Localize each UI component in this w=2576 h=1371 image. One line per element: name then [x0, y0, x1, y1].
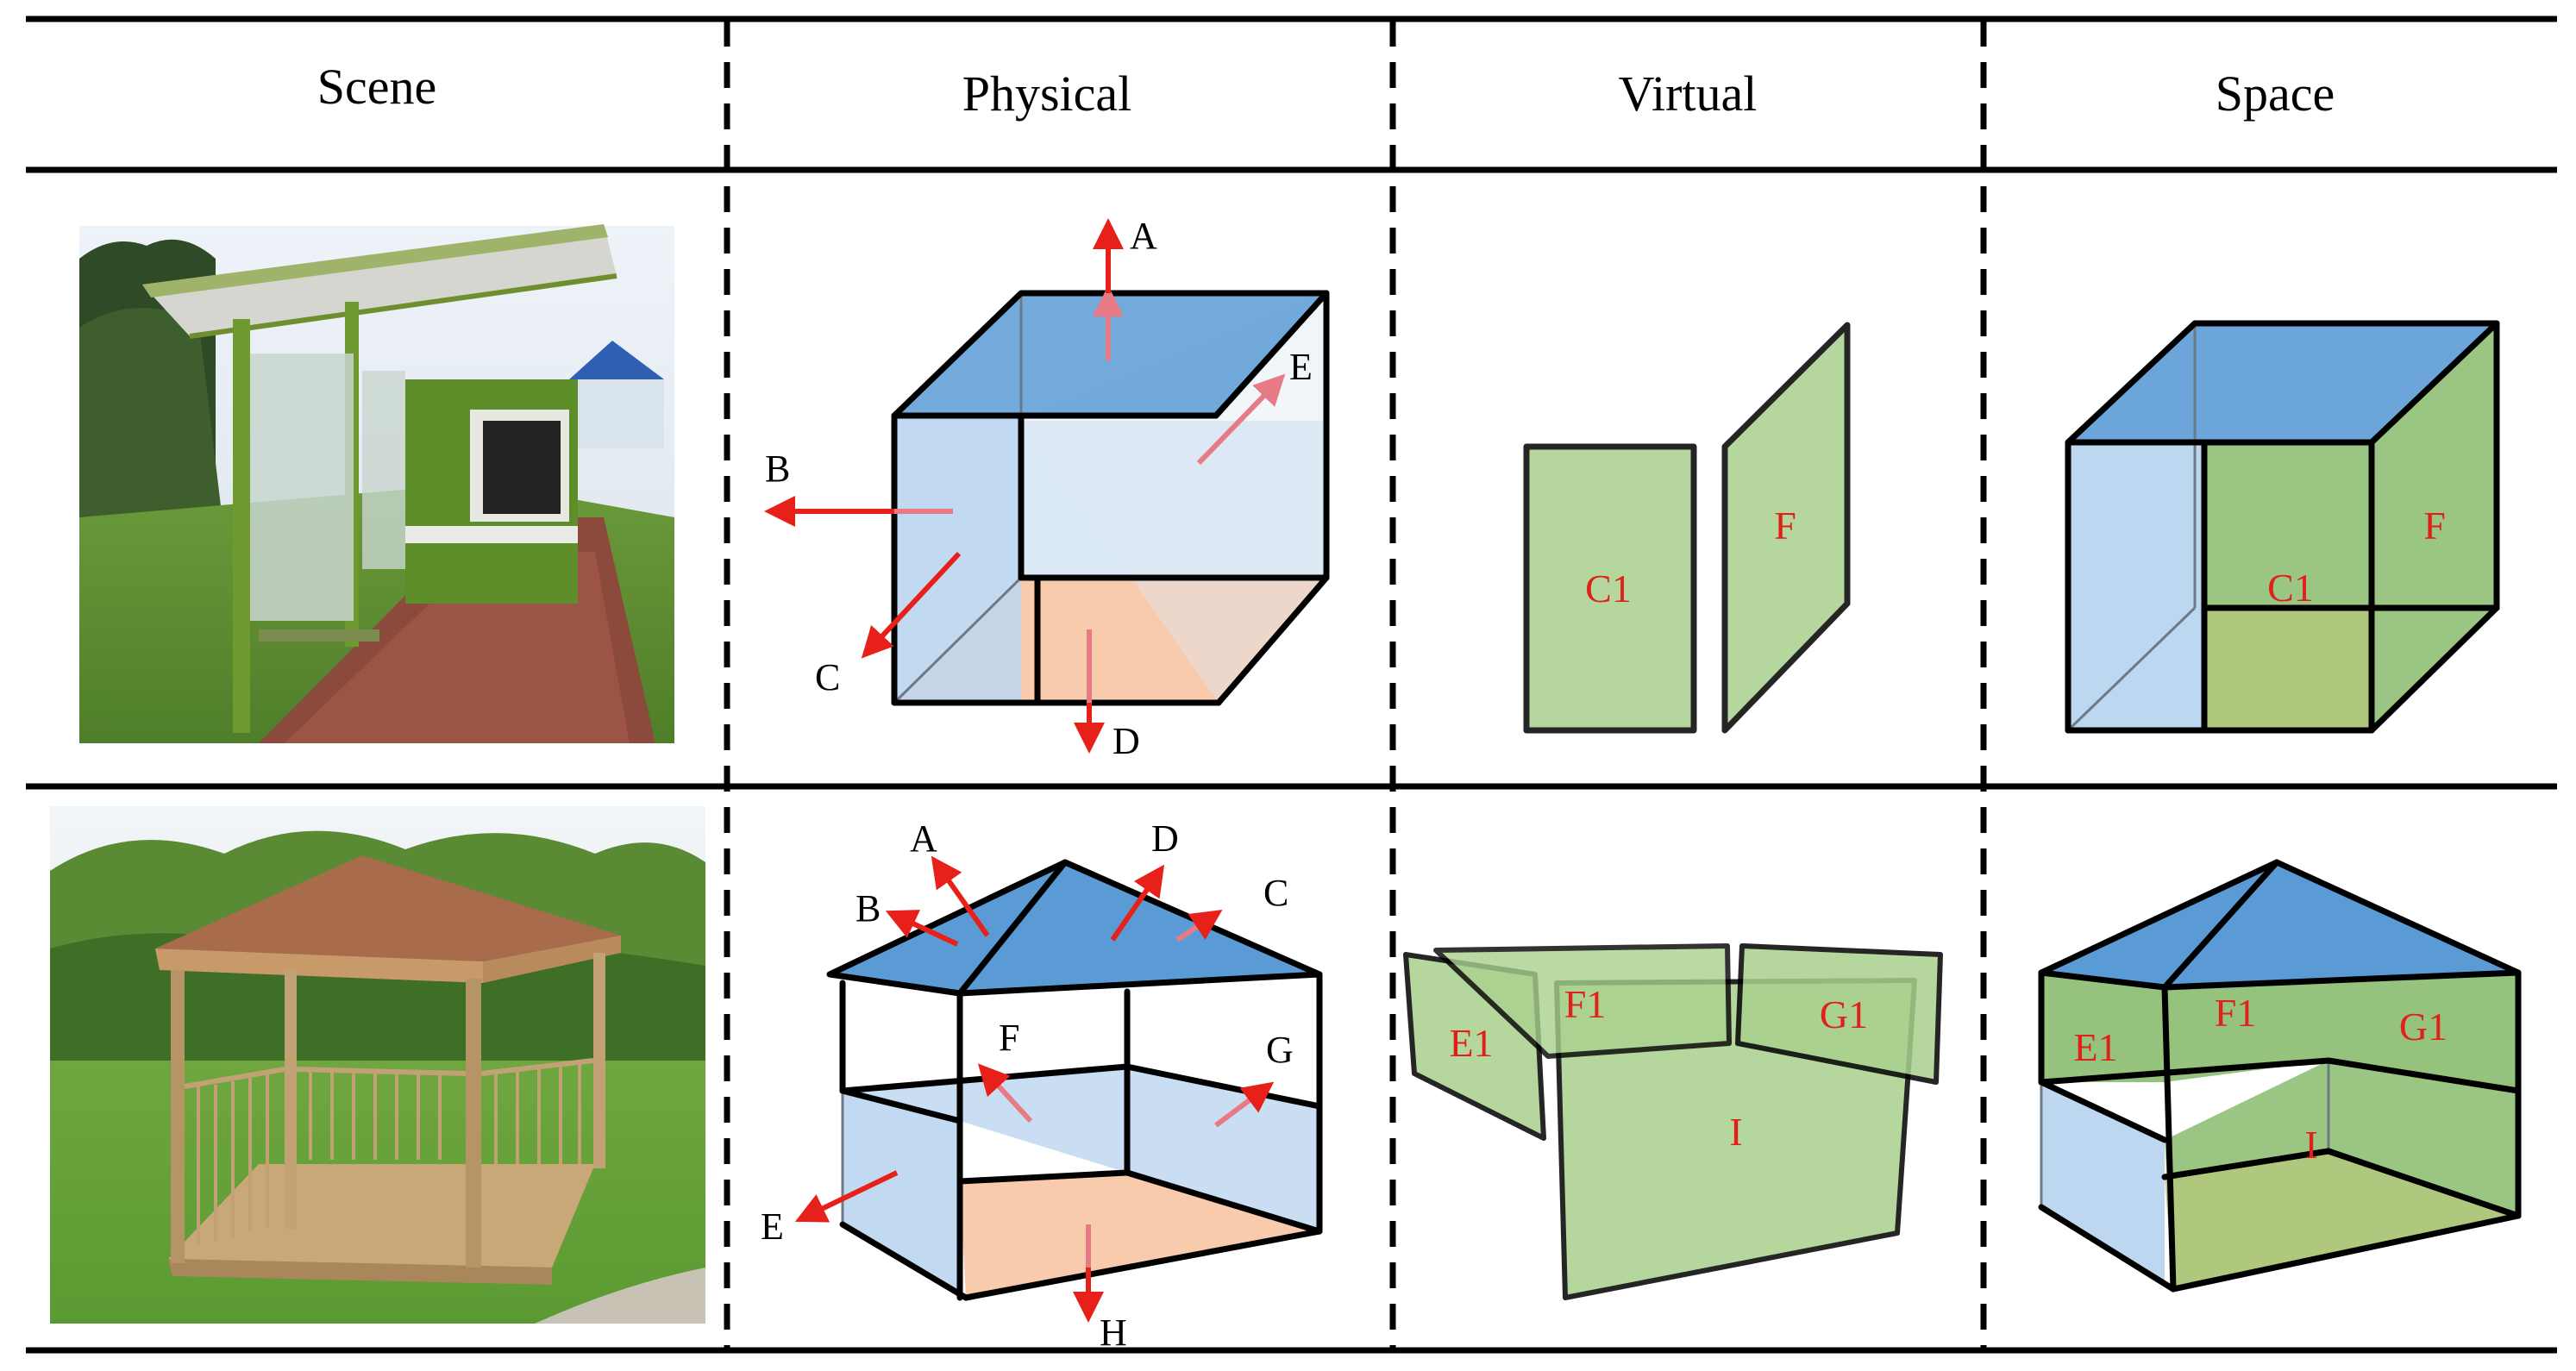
physical-label-c-r2: C: [1263, 872, 1288, 914]
space-gazebo-row2: E1 F1 G1 I: [2038, 859, 2522, 1293]
virtual-label-f: F: [1774, 504, 1796, 548]
physical-label-b-r2: B: [856, 887, 881, 930]
physical-label-d: D: [1113, 720, 1140, 762]
physical-label-f-r2: F: [999, 1017, 1019, 1059]
physical-label-d-r2: D: [1151, 817, 1179, 860]
physical-gazebo-row2: A B C D E F G H: [761, 817, 1323, 1354]
space-label-f1: F1: [2215, 991, 2257, 1035]
header-physical: Physical: [962, 66, 1132, 122]
space-cube-row1: C1 F: [2065, 320, 2500, 734]
space-label-e1: E1: [2073, 1025, 2117, 1069]
space-label-f: F: [2423, 504, 2446, 548]
physical-label-a-r2: A: [910, 817, 937, 860]
physical-label-b: B: [765, 448, 790, 490]
physical-label-a: A: [1130, 215, 1157, 257]
header-space: Space: [2216, 66, 2335, 122]
virtual-label-g1: G1: [1820, 992, 1868, 1036]
virtual-planes-row1: C1 F: [1523, 322, 1851, 734]
physical-label-e: E: [1289, 346, 1313, 388]
scene-photo-gazebo: [50, 806, 705, 1324]
space-label-i: I: [2304, 1123, 2317, 1167]
virtual-planes-row2: E1 F1 G1 I: [1403, 943, 1943, 1300]
physical-label-e-r2: E: [761, 1205, 784, 1248]
virtual-label-c1: C1: [1585, 567, 1632, 610]
space-label-g1: G1: [2399, 1005, 2448, 1049]
physical-label-g-r2: G: [1266, 1029, 1294, 1071]
space-label-c1: C1: [2267, 566, 2314, 610]
virtual-label-e1: E1: [1449, 1021, 1493, 1065]
physical-label-c: C: [815, 656, 840, 698]
physical-cube-row1: A B C D E: [764, 215, 1330, 762]
physical-label-h-r2: H: [1100, 1312, 1127, 1354]
scene-photo-bus-shelter: [79, 224, 674, 743]
header-virtual: Virtual: [1619, 66, 1758, 122]
virtual-label-i: I: [1729, 1110, 1742, 1154]
header-scene: Scene: [317, 59, 437, 115]
virtual-label-f1: F1: [1564, 982, 1607, 1026]
